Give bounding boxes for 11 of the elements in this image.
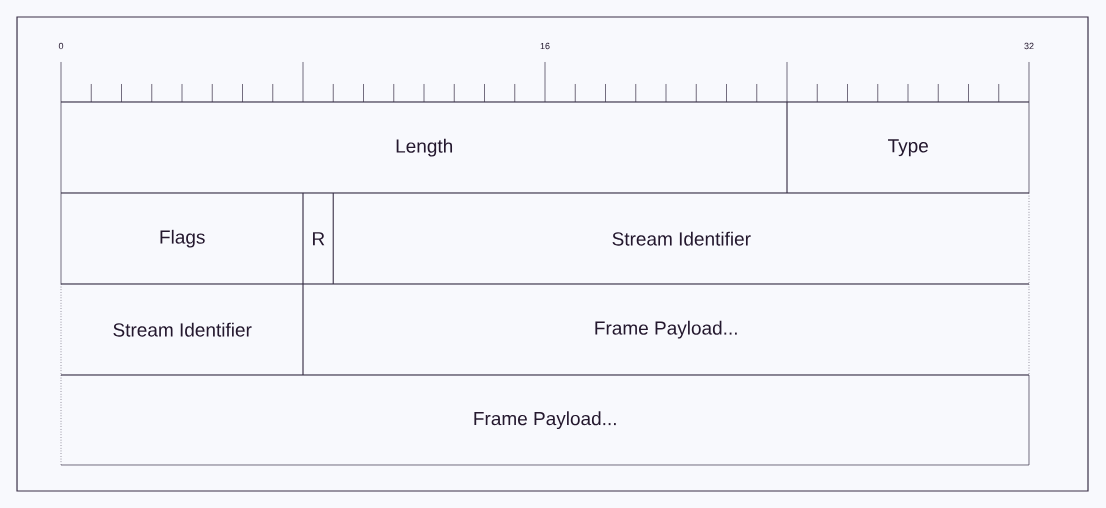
field-cell: Flags — [60, 192, 304, 285]
field-cell: Length — [60, 101, 788, 194]
bit-number: 16 — [540, 42, 550, 50]
field-cell: Frame Payload... — [60, 374, 1030, 466]
bit-number: 32 — [1024, 42, 1034, 50]
field-cell: Frame Payload... — [302, 283, 1030, 376]
field-cell: Type — [786, 101, 1030, 194]
field-cell: Stream Identifier — [332, 192, 1030, 285]
bit-number: 0 — [58, 42, 64, 50]
field-cell: Stream Identifier — [60, 283, 304, 376]
field-cell: R — [302, 192, 334, 285]
